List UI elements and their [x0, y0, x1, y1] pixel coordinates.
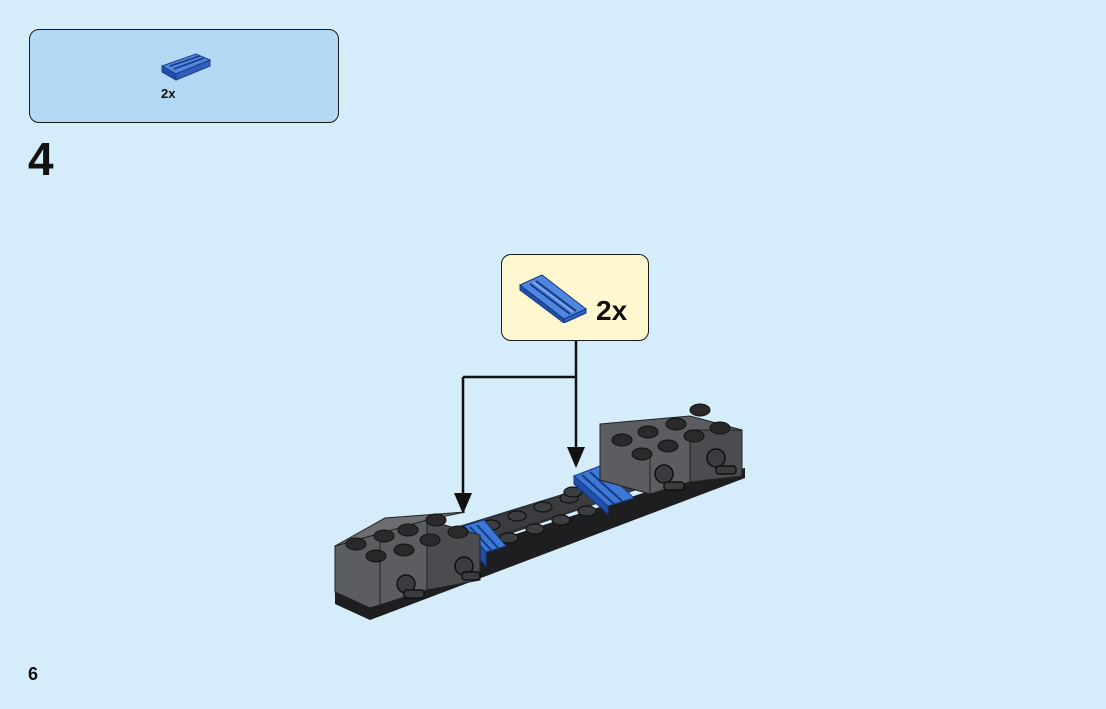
callout-quantity: 2x [596, 295, 628, 326]
step-number: 4 [28, 133, 54, 185]
arrow-head-right [567, 447, 585, 468]
parts-quantity: 2x [161, 86, 176, 101]
right-bricks [599, 403, 743, 495]
blue-plate-right [573, 465, 635, 516]
placement-arrows [461, 341, 578, 500]
blue-plate-piece-icon [519, 274, 587, 323]
left-bricks [334, 511, 481, 609]
page-number: 6 [28, 664, 39, 684]
parts-list-box: 2x [29, 29, 339, 123]
sub-step-callout: 2x [501, 254, 649, 341]
plate-studs [481, 486, 597, 544]
arrow-head-left [454, 493, 472, 514]
blue-plate-piece-icon [160, 53, 212, 81]
